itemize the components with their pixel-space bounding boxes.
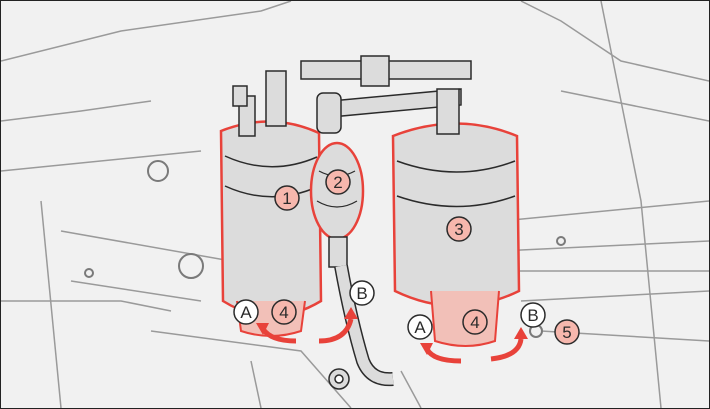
callout-2: 2 [325, 169, 351, 195]
callout-b-left: B [349, 280, 375, 306]
callout-4-right: 4 [462, 309, 488, 335]
callout-a-right-label: A [414, 318, 426, 337]
callout-4-right-label: 4 [470, 313, 479, 332]
callout-1: 1 [274, 185, 300, 211]
top-bracket [300, 55, 472, 118]
arrow-a-right [424, 347, 462, 364]
callout-5: 5 [554, 319, 580, 345]
callout-1-label: 1 [282, 189, 291, 208]
drain-screw [328, 368, 350, 390]
callout-a-left: A [233, 299, 259, 325]
callout-a-right: A [407, 314, 433, 340]
callout-b-right: B [520, 302, 546, 328]
arrow-heads [256, 307, 528, 355]
callout-4-left: 4 [271, 299, 297, 325]
arrow-b-right [490, 338, 524, 362]
callout-2-label: 2 [333, 173, 342, 192]
callout-b-right-label: B [527, 306, 538, 325]
callout-4-left-label: 4 [279, 303, 288, 322]
arrow-b-left [318, 318, 354, 344]
callout-b-left-label: B [356, 284, 367, 303]
hand-pump-bulb [309, 92, 394, 387]
callout-3-label: 3 [454, 220, 463, 239]
callout-3: 3 [446, 216, 472, 242]
callout-a-left-label: A [240, 303, 252, 322]
left-filter [219, 70, 323, 337]
callout-5-label: 5 [562, 323, 571, 342]
